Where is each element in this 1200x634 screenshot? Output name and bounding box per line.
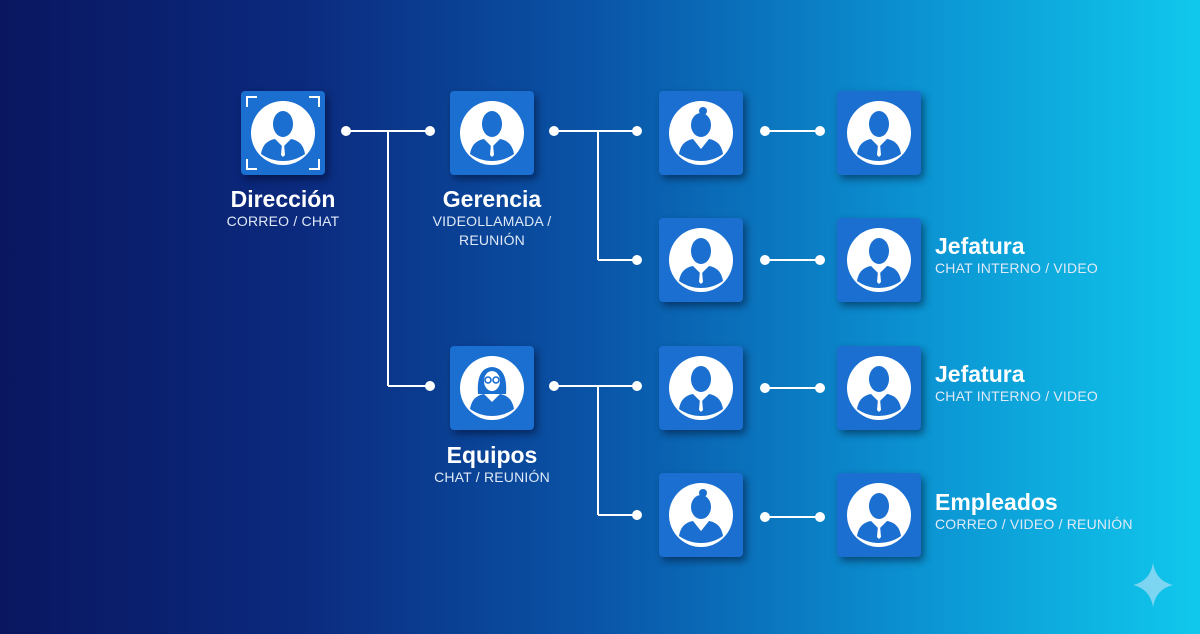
node-subtitle: CHAT / REUNIÓN xyxy=(434,469,550,485)
node-leaf-1 xyxy=(837,91,921,175)
sparkle-icon xyxy=(1133,563,1173,607)
node-equipos xyxy=(450,346,534,430)
label-equipos: Equipos CHAT / REUNIÓN xyxy=(392,442,592,487)
node-title: Empleados xyxy=(935,489,1058,515)
man-avatar-icon xyxy=(667,226,735,294)
node-leaf-jefatura-1 xyxy=(837,218,921,302)
node-leaf-jefatura-2 xyxy=(837,346,921,430)
man-avatar-icon xyxy=(845,481,913,549)
man-avatar-icon xyxy=(845,99,913,167)
node-title: Jefatura xyxy=(935,361,1025,387)
label-empleados: Empleados CORREO / VIDEO / REUNIÓN xyxy=(935,489,1133,534)
woman-avatar-icon xyxy=(667,99,735,167)
node-equipos-child-1 xyxy=(659,346,743,430)
node-leaf-empleados xyxy=(837,473,921,557)
node-title: Dirección xyxy=(230,186,336,212)
label-gerencia: Gerencia VIDEOLLAMADA / REUNIÓN xyxy=(392,186,592,250)
node-title: Gerencia xyxy=(442,186,542,212)
man-avatar-icon xyxy=(667,354,735,422)
node-subtitle: CORREO / CHAT xyxy=(226,213,340,229)
node-subtitle: CHAT INTERNO / VIDEO xyxy=(935,388,1098,404)
label-jefatura-1: Jefatura CHAT INTERNO / VIDEO xyxy=(935,233,1098,278)
woman-glasses-avatar-icon xyxy=(458,354,526,422)
man-avatar-icon xyxy=(458,99,526,167)
node-subtitle: CHAT INTERNO / VIDEO xyxy=(935,260,1098,276)
label-jefatura-2: Jefatura CHAT INTERNO / VIDEO xyxy=(935,361,1098,406)
woman-avatar-icon xyxy=(667,481,735,549)
node-subtitle: REUNIÓN xyxy=(459,232,525,248)
node-gerencia xyxy=(450,91,534,175)
node-title: Equipos xyxy=(446,442,538,468)
node-subtitle: VIDEOLLAMADA / xyxy=(432,213,552,229)
node-subtitle: CORREO / VIDEO / REUNIÓN xyxy=(935,516,1133,532)
man-avatar-icon xyxy=(845,226,913,294)
node-equipos-child-2 xyxy=(659,473,743,557)
label-direccion: Dirección CORREO / CHAT xyxy=(183,186,383,231)
focus-frame-icon xyxy=(246,96,320,170)
node-gerencia-child-1 xyxy=(659,91,743,175)
man-avatar-icon xyxy=(845,354,913,422)
node-title: Jefatura xyxy=(935,233,1025,259)
node-gerencia-child-2 xyxy=(659,218,743,302)
node-direccion xyxy=(241,91,325,175)
